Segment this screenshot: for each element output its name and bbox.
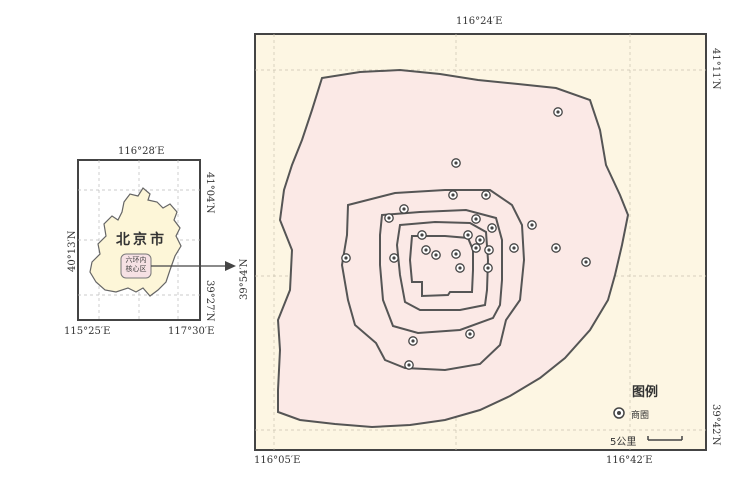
business-district-marker-dot: [407, 363, 411, 367]
inset-bottom-right-longitude: 117°30′E: [168, 326, 215, 337]
business-district-marker-dot: [424, 248, 428, 252]
inset-core-label: 六环内 核心区: [121, 256, 151, 274]
business-district-marker-dot: [556, 110, 560, 114]
business-district-marker-dot: [420, 233, 424, 237]
legend-marker-dot: [617, 411, 621, 415]
business-district-markers: [341, 107, 591, 370]
inset-top-longitude: 116°28′E: [118, 146, 165, 157]
legend-title: 图例: [632, 385, 659, 400]
business-district-marker-dot: [454, 161, 458, 165]
business-district-marker-dot: [454, 252, 458, 256]
main-right-bottom-latitude: 39°42′N: [710, 404, 721, 446]
business-district-marker-dot: [484, 193, 488, 197]
business-district-marker-dot: [478, 238, 482, 242]
business-district-marker-dot: [474, 246, 478, 250]
legend-item-label: 商圈: [631, 411, 650, 421]
main-map: [254, 33, 707, 451]
inset-bottom-left-longitude: 115°25′E: [64, 326, 111, 337]
business-district-marker-dot: [512, 246, 516, 250]
business-district-marker-dot: [451, 193, 455, 197]
main-right-top-latitude: 41°11′N: [710, 48, 721, 90]
outer-boundary: [276, 68, 630, 429]
business-district-marker-dot: [474, 217, 478, 221]
inset-right-top-latitude: 41°04′N: [204, 172, 215, 214]
business-district-marker-dot: [466, 233, 470, 237]
business-district-marker-dot: [530, 223, 534, 227]
main-bottom-left-longitude: 116°05′E: [254, 455, 301, 466]
scale-label: 5公里: [610, 437, 637, 448]
main-bottom-right-longitude: 116°42′E: [606, 455, 653, 466]
inset-right-bottom-latitude: 39°27′N: [204, 280, 215, 322]
beijing-boundary: [89, 187, 182, 297]
inset-left-latitude: 40°13′N: [67, 230, 78, 272]
business-district-marker-dot: [344, 256, 348, 260]
third-ring: [395, 220, 490, 311]
inset-to-main-arrow: [151, 261, 236, 271]
business-district-marker-dot: [486, 266, 490, 270]
business-district-marker-dot: [554, 246, 558, 250]
business-district-marker-dot: [402, 207, 406, 211]
main-left-latitude: 39°54′N: [239, 258, 250, 300]
inset-core-label-line1: 六环内: [125, 256, 147, 264]
business-district-marker-dot: [392, 256, 396, 260]
fifth-ring: [340, 189, 526, 372]
business-district-marker-dot: [387, 216, 391, 220]
legend: [613, 407, 683, 441]
inset-city-label: 北京市: [116, 232, 167, 248]
business-district-marker-dot: [458, 266, 462, 270]
business-district-marker-dot: [487, 248, 491, 252]
main-top-longitude: 116°24′E: [456, 16, 503, 27]
fourth-ring: [379, 208, 503, 335]
business-district-marker-dot: [468, 332, 472, 336]
business-district-marker-dot: [411, 339, 415, 343]
inset-map: [77, 159, 236, 321]
business-district-marker-dot: [434, 253, 438, 257]
business-district-marker-dot: [584, 260, 588, 264]
inset-core-label-line2: 核心区: [125, 265, 147, 273]
business-district-marker-dot: [490, 226, 494, 230]
